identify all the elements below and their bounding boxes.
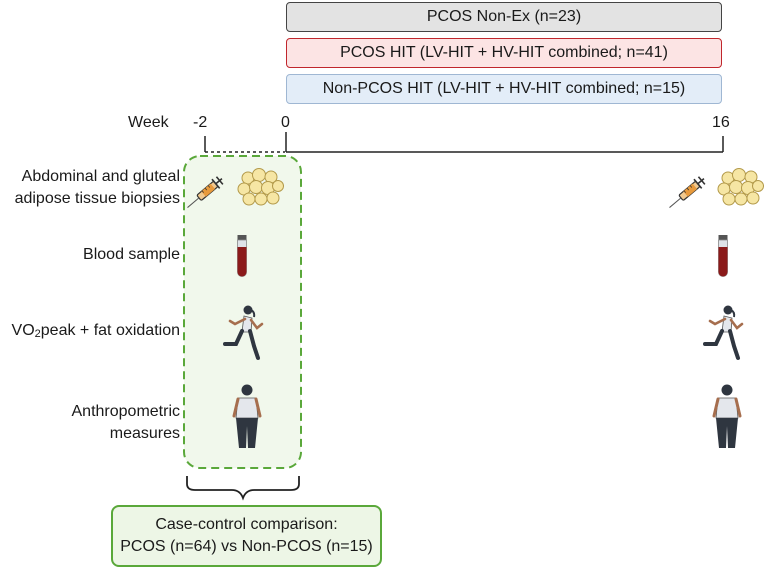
row-label-anthropometric: Anthropometric measures	[72, 401, 181, 445]
person-icon	[712, 383, 742, 450]
row-label-biopsies-line1: Abdominal and gluteal	[21, 168, 180, 185]
row-label-blood: Blood sample	[83, 246, 180, 263]
adipose-tissue-icon	[717, 168, 764, 206]
baseline-dashed-box	[183, 155, 302, 469]
case-control-box: Case-control comparison: PCOS (n=64) vs …	[111, 505, 382, 567]
row-label-anthro-line1: Anthropometric	[71, 403, 181, 420]
adipose-tissue-icon	[237, 168, 284, 206]
blood-tube-icon	[718, 234, 728, 277]
vo2-subscript: 2	[34, 328, 41, 340]
blood-tube-icon	[237, 234, 247, 277]
syringe-icon	[664, 173, 709, 213]
tick-16: 16	[712, 114, 730, 131]
runner-icon	[703, 303, 744, 360]
week-label: Week	[128, 114, 169, 131]
group-non-pcos-hit: Non-PCOS HIT (LV-HIT + HV-HIT combined; …	[286, 74, 722, 104]
row-label-biopsies-line2: adipose tissue biopsies	[14, 190, 180, 207]
tick-0: 0	[281, 114, 290, 131]
group-pcos-hit: PCOS HIT (LV-HIT + HV-HIT combined; n=41…	[286, 38, 722, 68]
row-label-anthro-line2: measures	[109, 425, 180, 442]
comparison-brace	[186, 476, 300, 501]
row-label-vo2: VO2peak + fat oxidation	[12, 320, 180, 345]
group-pcos-non-ex: PCOS Non-Ex (n=23)	[286, 2, 722, 32]
vo2-suffix: peak + fat oxidation	[40, 322, 180, 339]
tick-minus-2: -2	[193, 114, 208, 131]
vo2-prefix: VO	[11, 322, 35, 339]
comparison-line1: Case-control comparison:	[155, 516, 338, 533]
comparison-line2: PCOS (n=64) vs Non-PCOS (n=15)	[120, 538, 373, 555]
row-label-biopsies: Abdominal and gluteal adipose tissue bio…	[15, 166, 180, 210]
